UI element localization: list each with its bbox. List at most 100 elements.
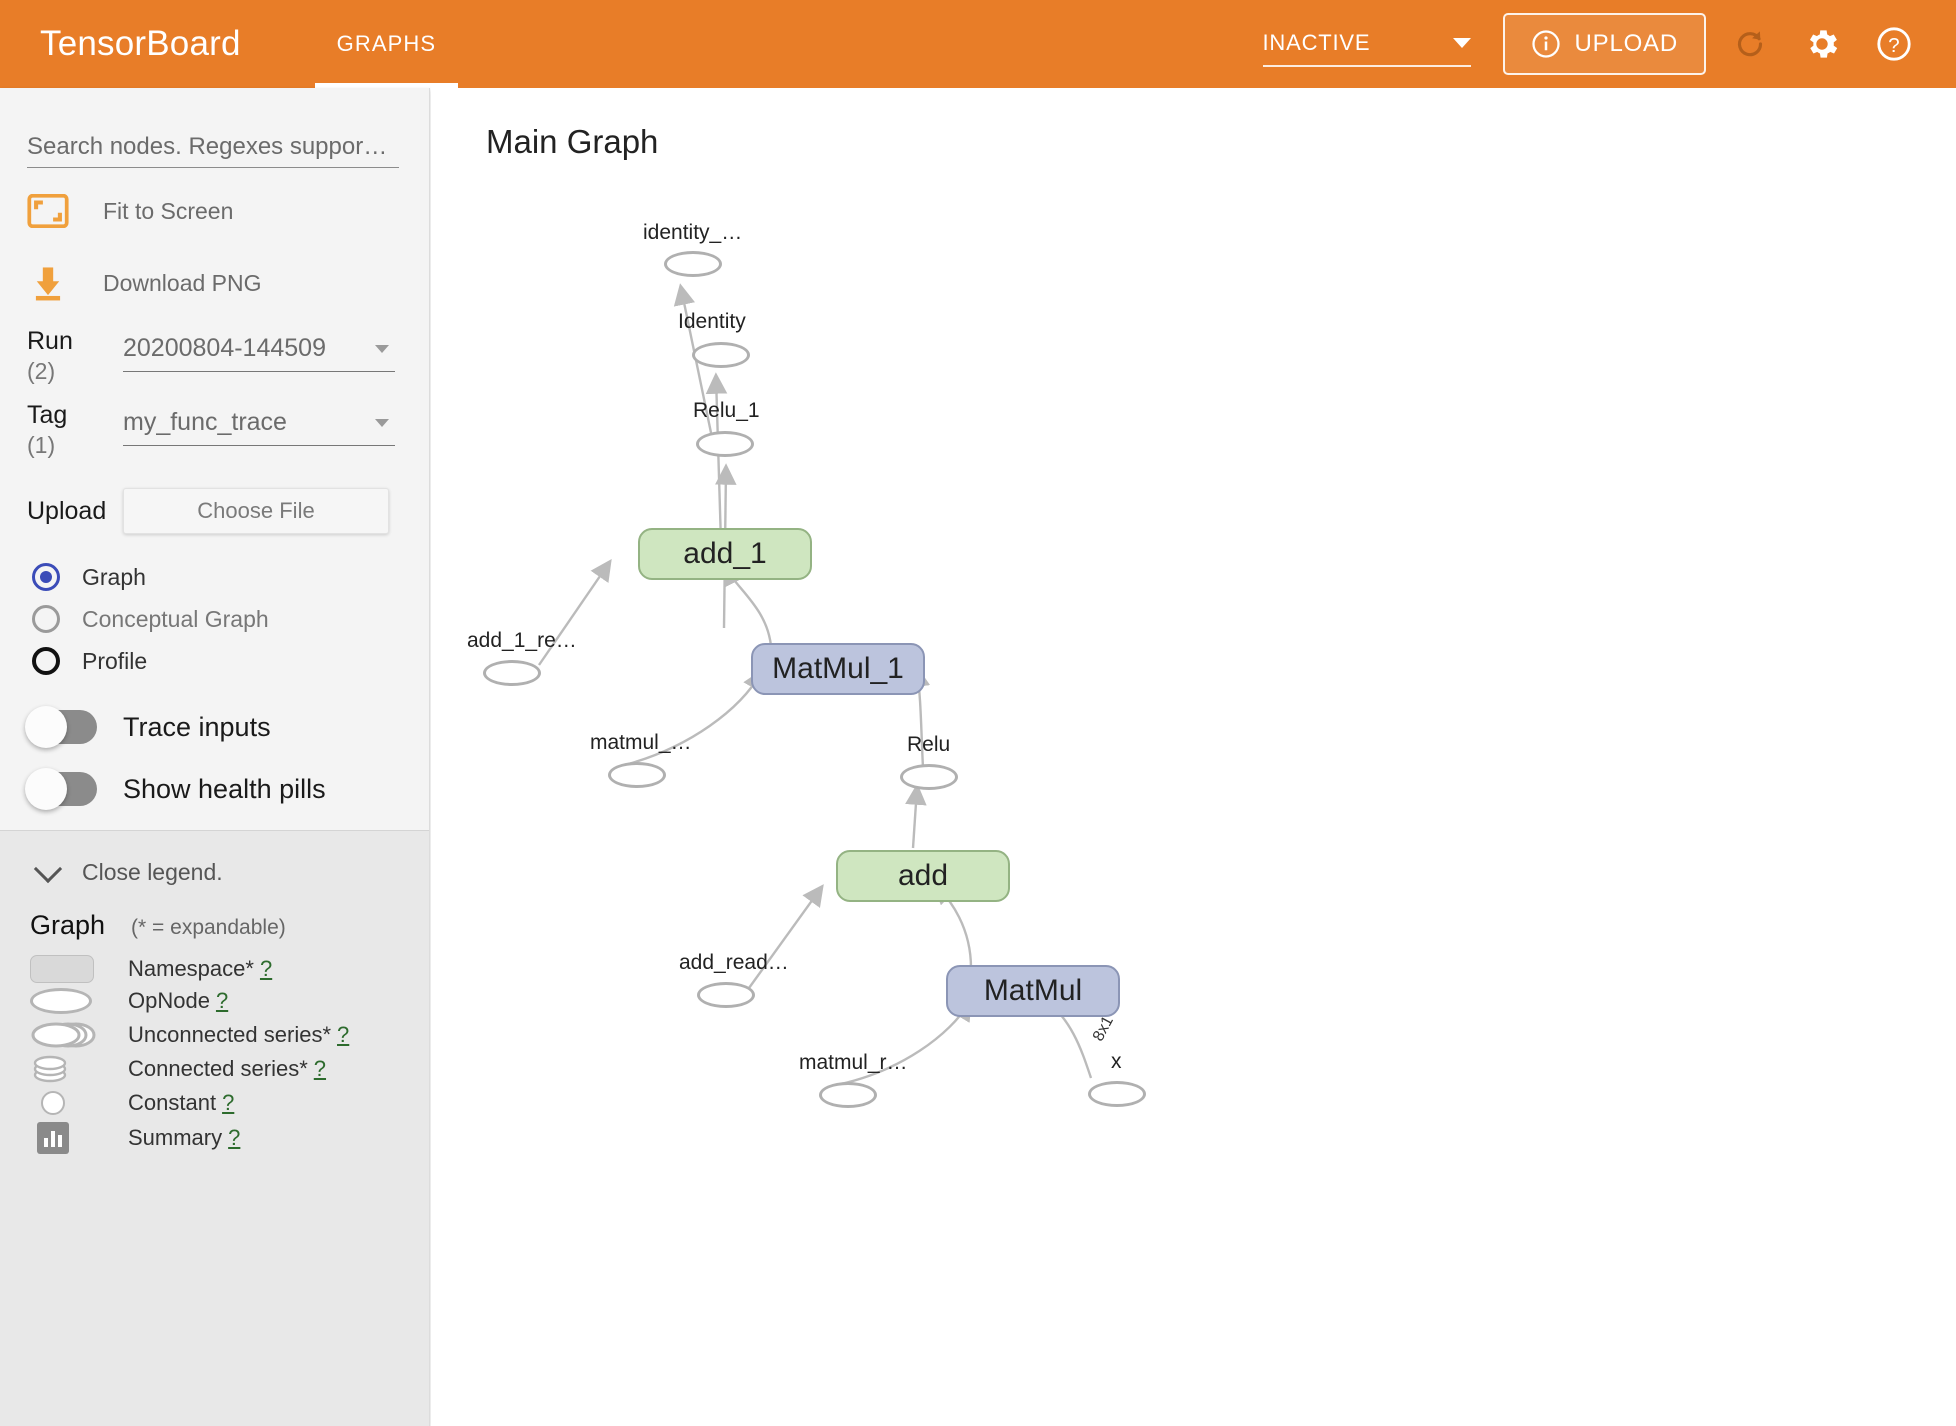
node-identity[interactable] — [692, 342, 750, 368]
run-label: Run — [27, 327, 73, 355]
node-matmul[interactable]: MatMul — [946, 965, 1120, 1017]
upload-field: Upload Choose File — [27, 488, 429, 534]
node-label-x: x — [1111, 1050, 1122, 1073]
legend-subtitle: (* = expandable) — [131, 916, 286, 939]
legend-title: Graph — [30, 910, 106, 940]
help-link-summary[interactable]: ? — [228, 1125, 241, 1150]
header-actions: INACTIVE UPLOAD ? — [1262, 13, 1956, 75]
node-add_readvariableop[interactable] — [697, 982, 755, 1008]
node-label-relu_1: Relu_1 — [693, 399, 760, 422]
help-question-icon[interactable]: ? — [1866, 16, 1922, 72]
node-add_1[interactable]: add_1 — [638, 528, 812, 580]
tag-label-group: Tag (1) — [27, 400, 123, 460]
choose-file-label: Choose File — [197, 498, 315, 523]
chevron-down-icon — [375, 418, 389, 427]
help-link-unconnected-series[interactable]: ? — [337, 1022, 350, 1047]
tag-count: (1) — [27, 432, 56, 458]
close-legend-button[interactable]: Close legend. — [33, 854, 429, 886]
node-label-matmul_readvariableop: matmul_… — [590, 731, 692, 754]
fit-to-screen-button[interactable]: Fit to Screen — [27, 182, 429, 240]
legend-label-connected-series: Connected series* — [128, 1056, 308, 1081]
run-state-value: INACTIVE — [1262, 30, 1371, 55]
app-brand: TensorBoard — [40, 24, 241, 63]
node-matmul_1[interactable]: MatMul_1 — [751, 643, 925, 695]
settings-gear-icon[interactable] — [1794, 16, 1850, 72]
chevron-down-icon — [33, 854, 63, 883]
tab-graphs[interactable]: GRAPHS — [314, 0, 459, 88]
app-header: TensorBoard GRAPHS INACTIVE UPLOAD — [0, 0, 1956, 88]
legend-label-constant: Constant — [128, 1090, 217, 1115]
download-png-label: Download PNG — [103, 269, 262, 296]
node-identity_1[interactable] — [664, 251, 722, 277]
radio-conceptual-graph-indicator — [32, 605, 60, 633]
node-label-identity: Identity — [678, 310, 746, 333]
page-title: Main Graph — [486, 123, 659, 160]
tab-bar: GRAPHS — [314, 0, 459, 88]
legend-title-row: Graph (* = expandable) — [30, 910, 429, 941]
node-matmul_r[interactable] — [819, 1082, 877, 1108]
node-matmul-label: MatMul — [983, 974, 1083, 1007]
tag-dropdown[interactable]: my_func_trace — [123, 400, 395, 446]
run-count: (2) — [27, 358, 56, 384]
help-link-namespace[interactable]: ? — [259, 955, 273, 981]
tab-graphs-label: GRAPHS — [336, 31, 437, 56]
toggle-trace-inputs[interactable]: Trace inputs — [25, 696, 429, 758]
legend-label-unconnected-series: Unconnected series* — [128, 1022, 332, 1047]
radio-profile-indicator — [32, 647, 60, 675]
legend-panel: Close legend. Graph (* = expandable) Nam… — [0, 830, 429, 1426]
node-relu[interactable] — [900, 764, 958, 790]
upload-button[interactable]: UPLOAD — [1502, 13, 1706, 75]
legend-label-summary: Summary — [128, 1125, 223, 1150]
close-legend-label: Close legend. — [82, 859, 223, 885]
fit-to-screen-icon — [27, 194, 83, 228]
upload-button-label: UPLOAD — [1574, 30, 1678, 57]
run-state-dropdown[interactable]: INACTIVE — [1262, 21, 1471, 67]
node-label-identity_1: identity_… — [643, 221, 743, 244]
fit-to-screen-label: Fit to Screen — [103, 197, 234, 224]
tag-field: Tag (1) my_func_trace — [27, 400, 429, 460]
node-add_1-label: add_1 — [683, 537, 767, 570]
radio-conceptual-graph[interactable]: Conceptual Graph — [32, 598, 429, 640]
legend-item-constant: Constant? — [30, 1086, 429, 1120]
namespace-rect-icon — [30, 954, 110, 983]
download-png-button[interactable]: Download PNG — [27, 254, 429, 312]
node-label-matmul_r: matmul_r… — [799, 1051, 908, 1074]
node-add_1_readvariableop[interactable] — [483, 660, 541, 686]
radio-graph[interactable]: Graph — [32, 556, 429, 598]
info-circle-icon — [1531, 30, 1560, 58]
node-x[interactable] — [1088, 1081, 1146, 1107]
legend-item-connected-series: Connected series*? — [30, 1052, 429, 1086]
node-add[interactable]: add — [836, 850, 1010, 902]
node-relu_1[interactable] — [696, 431, 754, 457]
search-input[interactable] — [27, 126, 399, 168]
refresh-icon[interactable] — [1722, 16, 1778, 72]
toggle-trace-inputs-switch — [25, 706, 97, 748]
help-link-constant[interactable]: ? — [222, 1090, 235, 1115]
radio-profile[interactable]: Profile — [32, 640, 429, 682]
graph-canvas[interactable]: Main Graph identity_… Identity Relu_1 — [431, 88, 1956, 1426]
toggle-trace-inputs-label: Trace inputs — [123, 711, 271, 742]
node-label-add_readvariableop: add_read… — [679, 951, 789, 974]
tag-label: Tag — [27, 401, 68, 429]
node-matmul_readvariableop[interactable] — [608, 762, 666, 788]
legend-item-opnode: OpNode? — [30, 984, 429, 1018]
run-dropdown-value: 20200804-144509 — [123, 334, 326, 362]
node-label-relu: Relu — [907, 733, 951, 756]
node-matmul_1-label: MatMul_1 — [772, 652, 904, 685]
sidebar: Fit to Screen Download PNG Run (2) 20200… — [0, 88, 430, 1426]
node-add-label: add — [897, 859, 949, 892]
help-link-opnode[interactable]: ? — [215, 988, 229, 1013]
upload-label: Upload — [27, 496, 107, 525]
help-link-connected-series[interactable]: ? — [313, 1056, 327, 1081]
unconnected-series-icon — [30, 1021, 110, 1049]
radio-graph-indicator — [32, 563, 60, 591]
constant-circle-icon — [30, 1091, 110, 1115]
toggle-show-health-pills-label: Show health pills — [123, 773, 326, 804]
legend-item-namespace: Namespace*? — [30, 953, 429, 984]
chevron-down-icon — [1452, 38, 1471, 48]
choose-file-button[interactable]: Choose File — [123, 488, 389, 534]
svg-text:?: ? — [1888, 34, 1899, 57]
download-icon — [27, 264, 83, 302]
toggle-show-health-pills[interactable]: Show health pills — [25, 758, 429, 820]
run-dropdown[interactable]: 20200804-144509 — [123, 326, 395, 372]
